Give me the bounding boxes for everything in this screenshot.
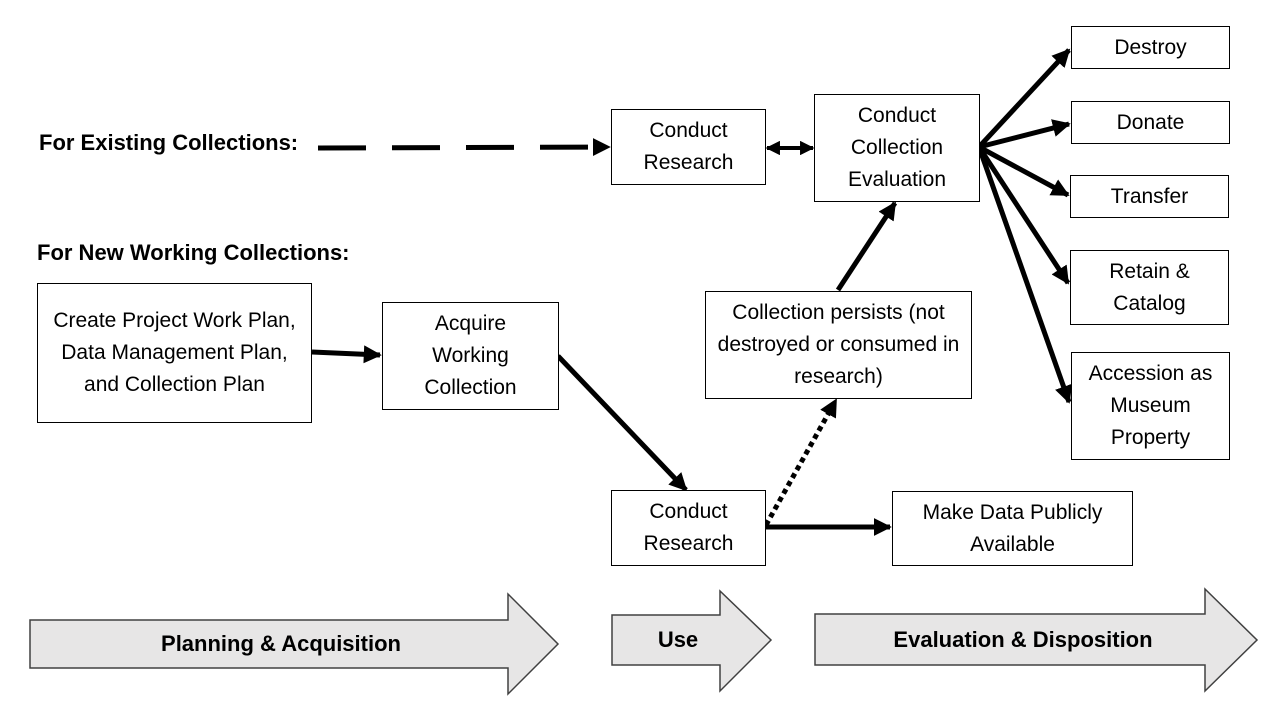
box-make-data-public: Make Data Publicly Available bbox=[892, 491, 1133, 566]
box-destroy: Destroy bbox=[1071, 26, 1230, 69]
box-retain-text: Retain & Catalog bbox=[1109, 259, 1190, 315]
box-persists-text: Collection persists (not destroyed or co… bbox=[717, 301, 960, 388]
box-collection-persists: Collection persists (not destroyed or co… bbox=[705, 291, 972, 399]
phase-label-use: Use bbox=[657, 627, 699, 652]
box-destroy-text: Destroy bbox=[1114, 35, 1187, 59]
label-existing-collections: For Existing Collections: bbox=[39, 130, 299, 155]
box-create-plan-text: Create Project Work Plan, Data Managemen… bbox=[53, 309, 296, 396]
box-conduct-collection-evaluation: Conduct Collection Evaluation bbox=[814, 94, 980, 202]
arrow-plan-to-acquire bbox=[311, 345, 382, 364]
box-conduct-research-new: Conduct Research bbox=[611, 490, 766, 566]
box-retain-catalog: Retain & Catalog bbox=[1070, 250, 1229, 325]
phase-arrow-planning bbox=[29, 592, 560, 696]
arrow-to-accession bbox=[976, 146, 1073, 404]
box-public-data-text: Make Data Publicly Available bbox=[922, 500, 1103, 556]
phase-label-planning: Planning & Acquisition bbox=[161, 631, 401, 656]
box-donate: Donate bbox=[1071, 101, 1230, 144]
arrow-research-to-persists bbox=[763, 398, 839, 527]
box-transfer: Transfer bbox=[1070, 175, 1229, 218]
arrow-existing-to-research bbox=[317, 138, 611, 157]
box-accession-museum-property: Accession as Museum Property bbox=[1071, 352, 1230, 460]
box-conduct-research-existing: Conduct Research bbox=[611, 109, 766, 185]
arrow-persists-to-evaluation bbox=[835, 201, 898, 292]
box-acquire-text: Acquire Working Collection bbox=[424, 312, 517, 399]
phase-label-evaluation: Evaluation & Disposition bbox=[893, 626, 1153, 652]
box-accession-text: Accession as Museum Property bbox=[1088, 362, 1213, 449]
box-transfer-text: Transfer bbox=[1110, 184, 1189, 208]
box-research-existing-text: Conduct Research bbox=[643, 119, 734, 174]
phase-arrow-evaluation bbox=[814, 587, 1259, 693]
arrow-to-retain bbox=[976, 145, 1071, 285]
arrow-to-donate bbox=[978, 119, 1071, 150]
phase-arrow-use bbox=[611, 589, 773, 693]
box-evaluation-text: Conduct Collection Evaluation bbox=[847, 104, 947, 191]
box-acquire-working-collection: Acquire Working Collection bbox=[382, 302, 559, 410]
box-research-new-text: Conduct Research bbox=[643, 500, 734, 555]
arrow-to-transfer bbox=[977, 144, 1070, 198]
arrow-to-destroy bbox=[977, 48, 1071, 149]
box-donate-text: Donate bbox=[1116, 110, 1185, 134]
box-create-plan: Create Project Work Plan, Data Managemen… bbox=[37, 283, 312, 423]
arrow-acquire-to-research bbox=[556, 354, 688, 492]
label-new-working-collections: For New Working Collections: bbox=[37, 240, 350, 265]
